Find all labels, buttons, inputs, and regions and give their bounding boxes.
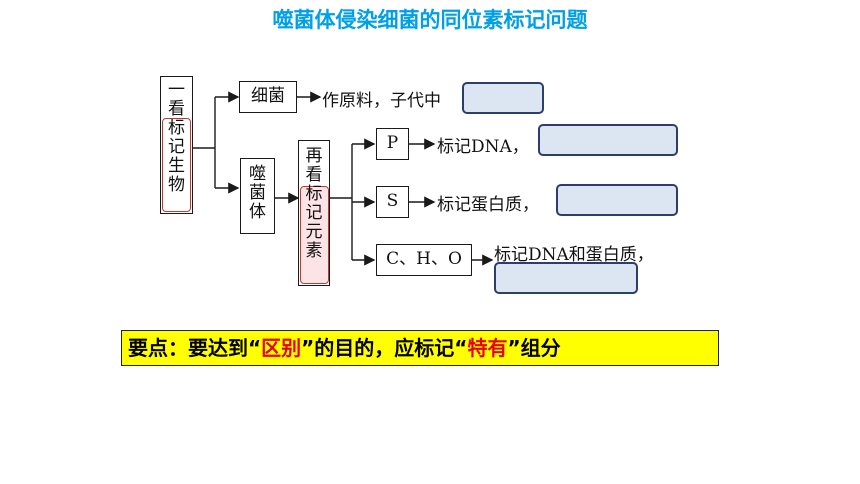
bacteria-label: 细菌 xyxy=(251,86,285,106)
bacteria-description: 作原料，子代中 xyxy=(322,91,441,111)
key-point-unique: 特有 xyxy=(467,336,508,360)
p-description: 标记DNA， xyxy=(437,137,529,157)
key-point-text-3: ”组分 xyxy=(507,336,561,360)
page-title: 噬菌体侵染细菌的同位素标记问题 xyxy=(272,8,588,32)
answer-blank-bacteria[interactable] xyxy=(462,82,544,114)
look-element-box: 再 看 标 记 元 素 xyxy=(298,140,330,286)
p-label: P xyxy=(386,133,399,153)
element-highlight xyxy=(300,186,329,284)
p-box: P xyxy=(376,128,409,160)
look-element-text: 再 看 标 记 元 素 xyxy=(305,146,323,261)
phage-text: 噬 菌 体 xyxy=(249,164,266,222)
answer-blank-p[interactable] xyxy=(538,124,678,156)
bacteria-box: 细菌 xyxy=(239,81,297,113)
answer-blank-cho[interactable] xyxy=(494,262,638,294)
key-point-text-2: ”的目的，应标记“ xyxy=(301,336,468,360)
look-organism-text: 一 看 标 记 生 物 xyxy=(168,80,185,195)
s-description: 标记蛋白质， xyxy=(437,195,539,215)
key-point-text-1: 要点：要达到“ xyxy=(128,336,262,360)
answer-blank-s[interactable] xyxy=(556,184,678,216)
organism-highlight xyxy=(162,118,191,212)
look-organism-box: 一 看 标 记 生 物 xyxy=(160,76,193,214)
cho-label: C、H、O xyxy=(386,249,462,269)
key-point-banner: 要点：要达到“区别”的目的，应标记“特有”组分 xyxy=(121,330,719,366)
cho-description: 标记DNA和蛋白质， xyxy=(494,245,654,265)
cho-box: C、H、O xyxy=(376,244,472,276)
key-point-distinguish: 区别 xyxy=(261,336,302,360)
s-box: S xyxy=(376,186,409,218)
s-label: S xyxy=(386,191,399,211)
phage-box: 噬 菌 体 xyxy=(240,158,275,234)
